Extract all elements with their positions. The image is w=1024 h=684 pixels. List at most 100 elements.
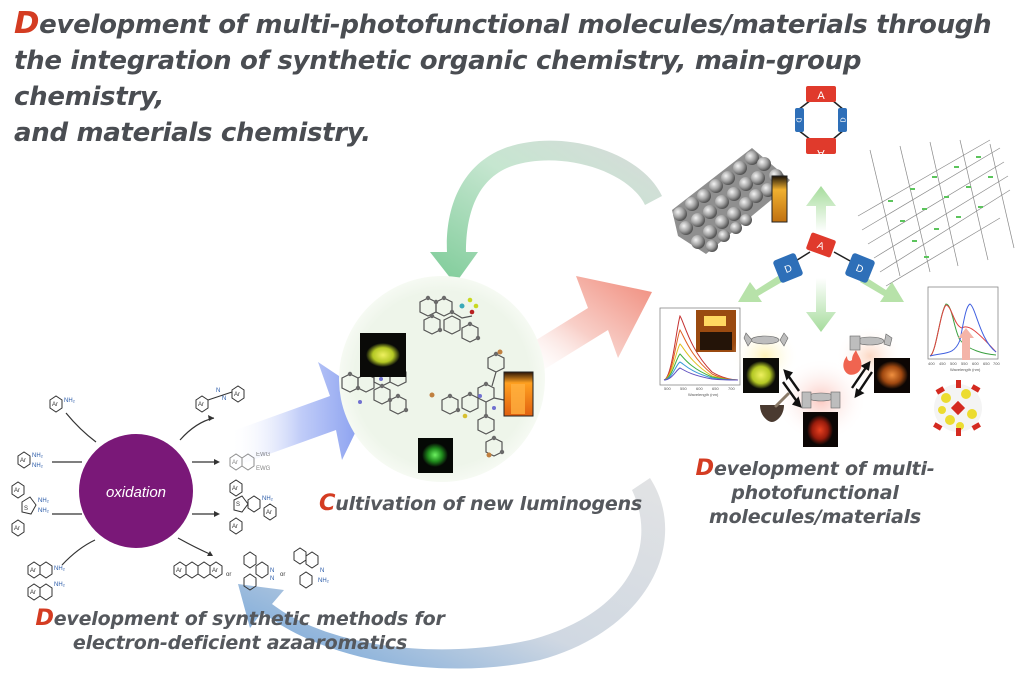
svg-text:N: N xyxy=(320,568,324,574)
framework-structure xyxy=(933,380,982,436)
acceptor-block-top xyxy=(806,86,836,102)
yellow-emission xyxy=(746,361,776,389)
reactant-ring-1 xyxy=(49,395,63,413)
caption-synthesis-line-1: Development of synthetic methods for xyxy=(20,606,460,631)
tick: 500 xyxy=(950,361,957,366)
svg-text:S: S xyxy=(236,502,240,508)
macrocycle-donor-label-left: D xyxy=(795,117,802,122)
tick: 650 xyxy=(712,386,719,391)
flow-arrow-luminogens-to-materials xyxy=(520,276,652,372)
svg-text:Ar: Ar xyxy=(20,458,26,464)
svg-text:Ar: Ar xyxy=(14,526,20,532)
svg-text:NH₂: NH₂ xyxy=(38,508,50,514)
arrow-up-to-macrocycle xyxy=(806,186,836,232)
svg-text:NH₂: NH₂ xyxy=(32,463,44,469)
acceptor-block-bottom xyxy=(806,138,836,154)
equilibrium-arrows-left xyxy=(782,369,802,408)
molecule-conformer-top-left xyxy=(743,332,789,347)
reactant-arrow-1 xyxy=(65,412,97,443)
title-line-2: the integration of synthetic organic che… xyxy=(14,46,862,112)
svg-text:N: N xyxy=(216,388,220,394)
reactant-structures xyxy=(11,395,63,601)
page-title: Development of multi-photofunctional mol… xyxy=(14,6,1014,151)
svg-text:N: N xyxy=(270,568,274,574)
caption-materials-line-1: Development of multi-photofunctional xyxy=(615,456,1015,505)
title-line-1-text: evelopment of multi-photofunctional mole… xyxy=(39,10,992,40)
product-arrow-1 xyxy=(179,417,215,441)
arrow-right-to-spectra xyxy=(860,276,904,302)
svg-text:NH₂: NH₂ xyxy=(318,578,330,584)
svg-text:Ar: Ar xyxy=(176,568,182,574)
caption-luminogens: Cultivation of new luminogens xyxy=(319,492,642,515)
title-line-1: Development of multi-photofunctional mol… xyxy=(14,6,1014,43)
svg-text:Ar: Ar xyxy=(232,486,238,492)
flow-arrow-synthesis-to-luminogens xyxy=(230,362,372,466)
svg-text:NH₂: NH₂ xyxy=(54,566,66,572)
caption-materials: Development of multi-photofunctional mol… xyxy=(615,456,1015,529)
product-arrow-4 xyxy=(177,537,213,556)
tick: 500 xyxy=(664,386,671,391)
molecule-conformer-bottom xyxy=(801,391,841,409)
svg-text:NH₂: NH₂ xyxy=(54,582,66,588)
macrocycle-donor-label-right: D xyxy=(841,117,848,122)
x-axis-label: Wavelength (nm) xyxy=(688,392,719,397)
yellow-powder-glow xyxy=(366,343,400,367)
caption-materials-line-1-text: evelopment of multi-photofunctional xyxy=(713,458,935,504)
vial-liquid xyxy=(511,384,525,414)
svg-text:EWG: EWG xyxy=(256,466,271,472)
left-spectrum-ticks: 500 550 600 650 700 Wavelength (nm) xyxy=(664,386,735,397)
oxidation-label: oxidation xyxy=(106,484,166,501)
x-axis-label: Wavelength (nm) xyxy=(950,367,981,372)
dad-acceptor-label: A xyxy=(815,240,825,253)
svg-text:or: or xyxy=(226,572,231,578)
svg-text:Ar: Ar xyxy=(232,524,238,530)
absorption-spectrum-right xyxy=(927,286,999,360)
tick: 600 xyxy=(972,361,979,366)
tick: 700 xyxy=(993,361,1000,366)
svg-text:EWG: EWG xyxy=(256,452,271,458)
title-initial: D xyxy=(14,6,40,41)
reactant-arrow-4 xyxy=(61,539,96,566)
oxidation-scheme xyxy=(52,412,220,566)
svg-text:Ar: Ar xyxy=(30,568,36,574)
arrow-down-to-mechanochromism xyxy=(806,278,836,332)
svg-text:Ar: Ar xyxy=(266,510,272,516)
tick: 600 xyxy=(696,386,703,391)
crystal-packing xyxy=(857,139,1015,287)
caption-luminogens-initial: C xyxy=(319,490,336,516)
molecule-conformer-top-right xyxy=(849,333,893,351)
svg-text:NH₂: NH₂ xyxy=(32,453,44,459)
macrocycle-acceptor-label-top: A xyxy=(817,90,825,102)
caption-synthesis-line-1-text: evelopment of synthetic methods for xyxy=(53,608,445,630)
title-line-3: and materials chemistry. xyxy=(14,118,371,148)
space-filling-model xyxy=(672,148,790,254)
svg-text:N: N xyxy=(270,576,274,582)
reactant-ring-2 xyxy=(17,451,31,469)
oxidation-circle xyxy=(79,434,193,548)
svg-text:NH₂: NH₂ xyxy=(262,496,274,502)
svg-text:or: or xyxy=(280,572,285,578)
tick: 450 xyxy=(939,361,946,366)
dad-donor-label-left: D xyxy=(783,263,794,276)
caption-materials-line-2: molecules/materials xyxy=(708,506,921,528)
green-powder-glow xyxy=(422,443,448,467)
tick: 650 xyxy=(983,361,990,366)
product-structures xyxy=(173,385,319,591)
caption-luminogens-text: ultivation of new luminogens xyxy=(335,493,643,515)
macrocycle-acceptor-label-bottom: A xyxy=(817,147,825,159)
svg-text:Ar: Ar xyxy=(52,402,58,408)
emission-spectrum-left xyxy=(659,307,741,386)
donor-acceptor-donor-unit xyxy=(773,232,875,283)
svg-text:N: N xyxy=(222,396,226,402)
tick: 700 xyxy=(728,386,735,391)
svg-text:Ar: Ar xyxy=(30,590,36,596)
orange-emission xyxy=(876,361,908,389)
right-spectrum-ticks: 400 450 500 550 600 650 700 Wavelength (… xyxy=(928,361,1000,372)
caption-materials-initial: D xyxy=(695,455,715,481)
tick: 400 xyxy=(928,361,935,366)
svg-text:NH₂: NH₂ xyxy=(64,398,76,404)
donor-block-left xyxy=(795,108,804,132)
